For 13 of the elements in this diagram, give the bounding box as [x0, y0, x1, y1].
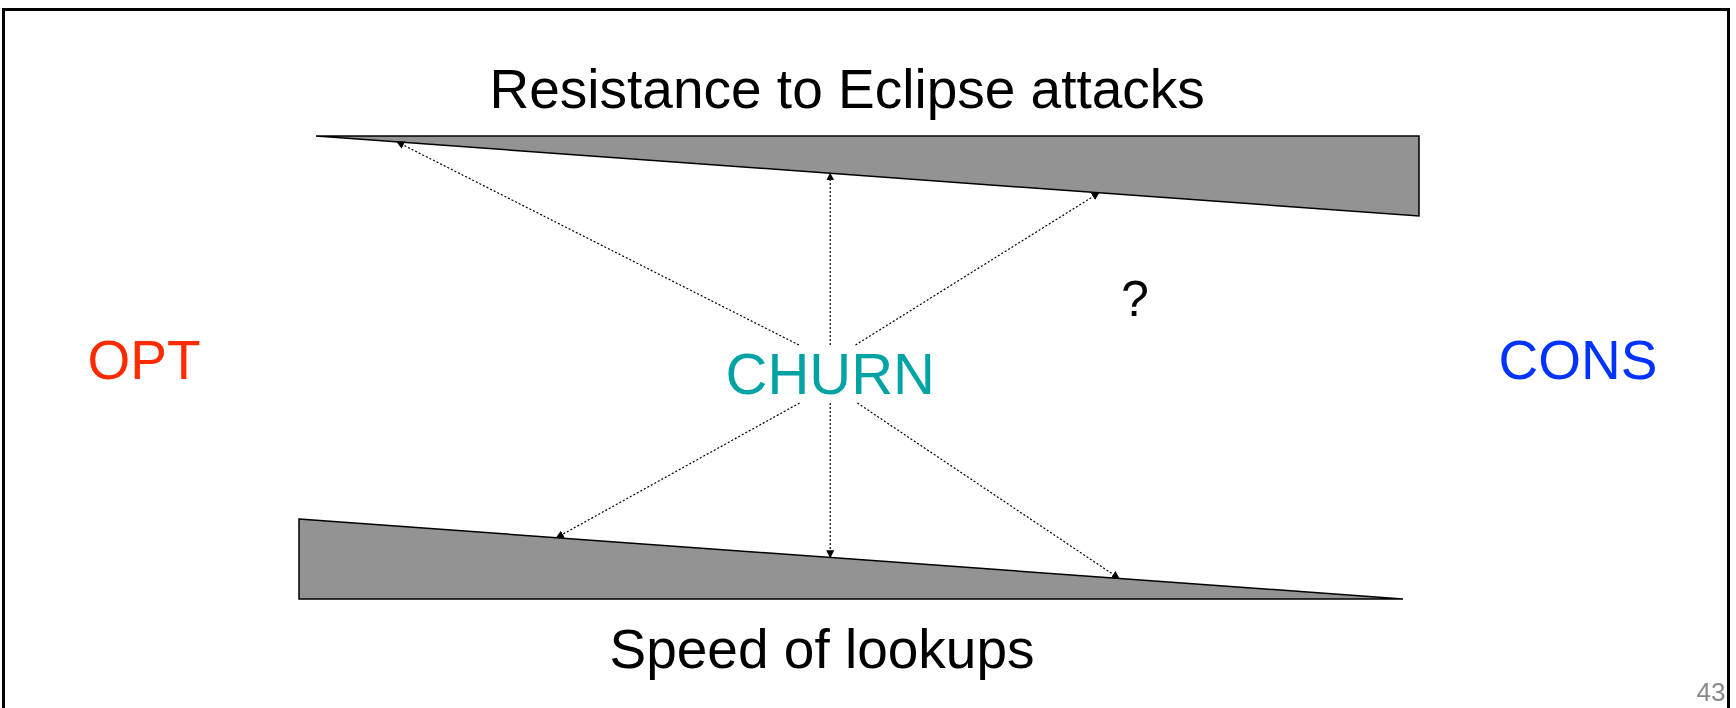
arrow — [826, 402, 835, 559]
arrow — [854, 192, 1100, 346]
question-mark: ? — [1121, 274, 1149, 324]
wedge-shape — [298, 518, 1404, 600]
center-word: CHURN — [725, 345, 935, 403]
wedge-shape — [315, 135, 1420, 217]
arrow — [826, 172, 835, 346]
arrow — [856, 402, 1120, 580]
side-label: CONS — [1498, 332, 1658, 388]
page-number: 43 — [1696, 679, 1726, 705]
arrow — [555, 402, 801, 539]
side-label: OPT — [87, 332, 201, 388]
arrow — [396, 141, 800, 346]
